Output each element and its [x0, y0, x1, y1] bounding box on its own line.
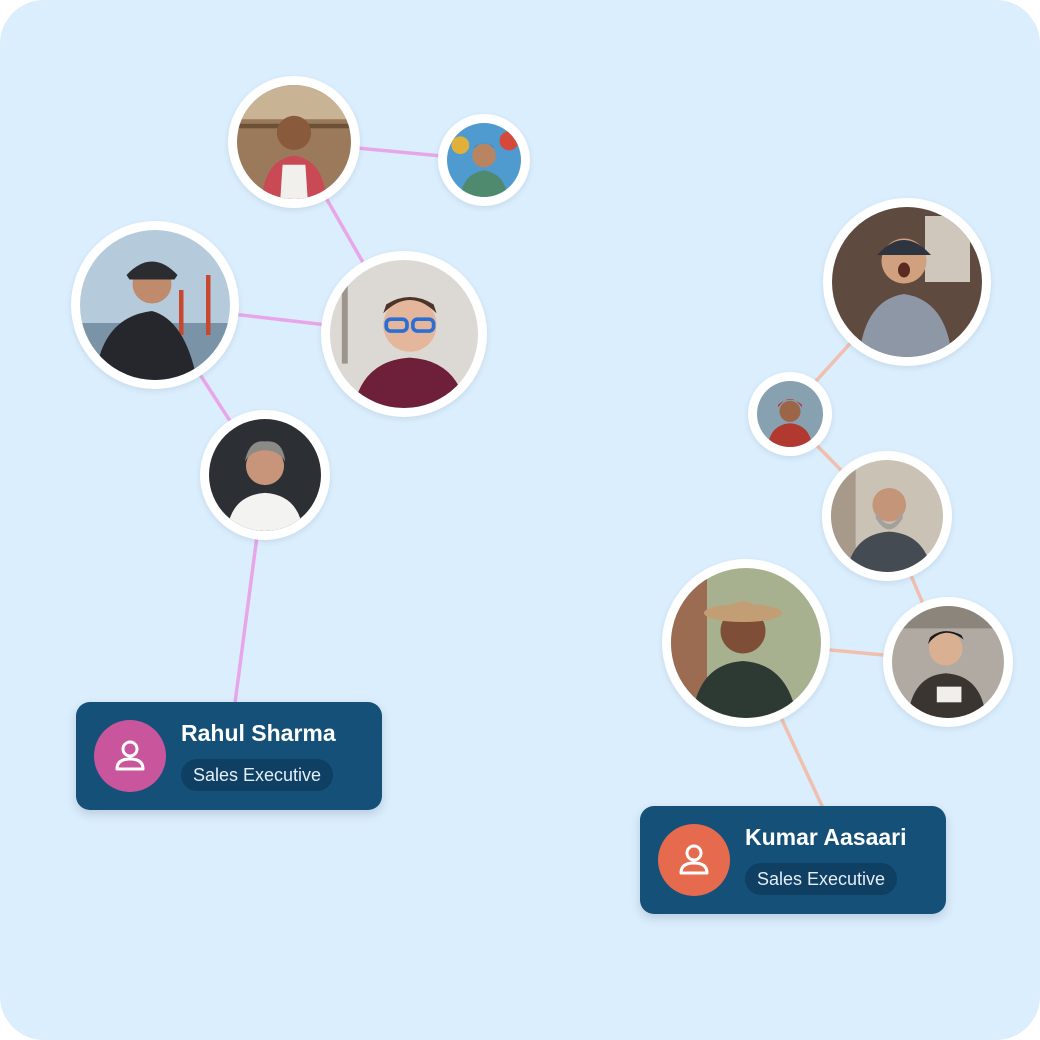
user-icon — [115, 740, 145, 771]
role-badge: Sales Executive — [181, 759, 334, 791]
profile-photo-node[interactable] — [438, 114, 530, 206]
profile-photo-node[interactable] — [228, 76, 360, 208]
avatar — [94, 720, 166, 792]
profile-photo-node[interactable] — [883, 597, 1013, 727]
role-badge: Sales Executive — [745, 863, 898, 895]
contact-name: Kumar Aasaari — [745, 824, 907, 850]
profile-photo-node[interactable] — [71, 221, 239, 389]
contact-card[interactable]: Kumar Aasaari Sales Executive — [640, 806, 946, 914]
profile-photo-node[interactable] — [662, 559, 830, 727]
profile-photo-node[interactable] — [823, 198, 991, 366]
profile-photo-node[interactable] — [321, 251, 487, 417]
avatar — [658, 824, 730, 896]
contact-card[interactable]: Rahul Sharma Sales Executive — [76, 702, 382, 810]
profile-photo-node[interactable] — [822, 451, 952, 581]
user-icon — [679, 844, 709, 875]
profile-photo-node[interactable] — [200, 410, 330, 540]
profile-photo-node[interactable] — [748, 372, 832, 456]
contact-name: Rahul Sharma — [181, 720, 336, 746]
